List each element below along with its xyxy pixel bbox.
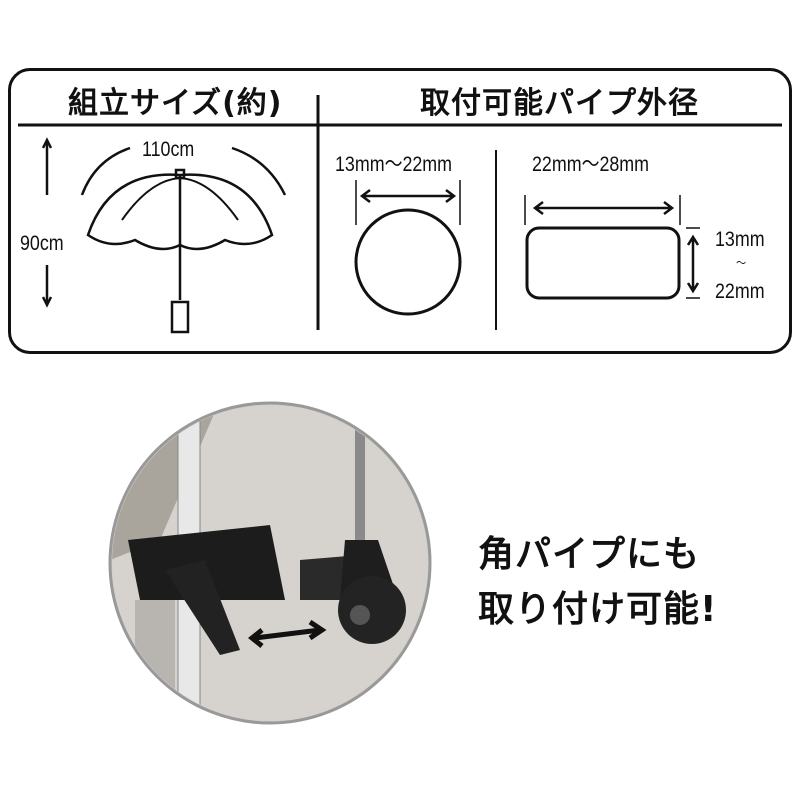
round-pipe-icon bbox=[354, 180, 462, 316]
square-pipe-icon bbox=[524, 195, 700, 300]
umbrella-icon bbox=[41, 137, 287, 334]
round-pipe-label: 13mm～22mm bbox=[335, 153, 453, 176]
square-pipe-height-min: 13mm bbox=[715, 228, 765, 251]
pipe-diameter-title: 取付可能パイプ外径 bbox=[420, 86, 699, 121]
umbrella-width-label: 110cm bbox=[142, 138, 195, 161]
caption-line-1: 角パイプにも bbox=[478, 534, 701, 575]
spec-box bbox=[8, 68, 792, 354]
square-pipe-height-max: 22mm bbox=[715, 280, 765, 303]
caption-line-2: 取り付け可能! bbox=[478, 589, 718, 630]
square-pipe-width-label: 22mm～28mm bbox=[532, 153, 650, 176]
double-arrow-icon bbox=[247, 619, 327, 648]
assembly-size-title: 組立サイズ(約) bbox=[68, 86, 283, 121]
umbrella-height-label: 90cm bbox=[20, 232, 64, 256]
product-photo bbox=[108, 401, 432, 725]
square-pipe-height-sep: ～ bbox=[736, 256, 747, 270]
